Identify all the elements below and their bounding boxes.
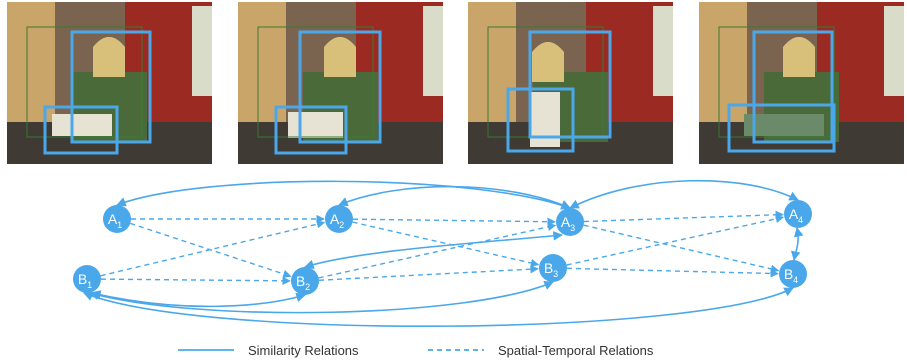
node-circle	[556, 208, 584, 236]
video-frame-3	[468, 2, 673, 164]
node-B1: B1	[73, 265, 101, 293]
solid-line-swatch	[178, 349, 234, 351]
node-subscript: 4	[798, 215, 803, 225]
spatial-temporal-edge-B3-A4	[566, 214, 785, 266]
similarity-edge-B1-B3	[89, 281, 554, 314]
node-A2: A2	[325, 205, 353, 233]
legend-similarity: Similarity Relations	[178, 340, 359, 360]
node-B2: B2	[291, 267, 319, 295]
spatial-temporal-edge-A2-A3	[352, 217, 556, 226]
similarity-edge-A3-A4	[569, 179, 799, 209]
spatial-temporal-edge-A2-B3	[352, 221, 540, 268]
similarity-edge-A1-A3	[116, 180, 571, 210]
legend-spatial-temporal-label: Spatial-Temporal Relations	[498, 342, 654, 358]
node-circle	[325, 205, 353, 233]
video-frame-4	[699, 2, 904, 164]
similarity-edge-A4-B4	[790, 227, 804, 261]
node-circle	[784, 200, 812, 228]
spatial-temporal-edge-A3-B4	[583, 224, 780, 273]
frame-image	[468, 2, 673, 164]
node-subscript: 3	[570, 223, 575, 233]
spatial-temporal-edges	[100, 210, 785, 285]
node-circle	[779, 260, 807, 288]
spatial-temporal-edge-B1-A2	[100, 220, 326, 277]
frame-image	[699, 2, 904, 164]
frame-image	[238, 2, 443, 164]
similarity-edge-B1-B4	[83, 287, 794, 327]
node-subscript: 3	[553, 269, 558, 279]
node-subscript: 4	[793, 275, 798, 285]
spatial-temporal-edge-B1-B2	[100, 276, 291, 285]
legend-spatial-temporal: Spatial-Temporal Relations	[428, 340, 653, 360]
video-frame-2	[238, 2, 443, 164]
spatial-temporal-edge-B2-B3	[318, 264, 539, 281]
node-subscript: 1	[117, 220, 122, 230]
legend-similarity-label: Similarity Relations	[248, 342, 359, 358]
node-A4: A4	[784, 200, 812, 228]
similarity-edge-A2-A3	[338, 185, 571, 209]
dashed-line-swatch	[428, 349, 484, 351]
spatial-temporal-edge-B3-B4	[566, 267, 779, 278]
spatial-temporal-edge-A3-A4	[583, 210, 784, 223]
node-A3: A3	[556, 208, 584, 236]
similarity-edges	[83, 179, 804, 327]
video-frame-1	[7, 2, 212, 164]
node-A1: A1	[103, 205, 131, 233]
frame-image	[7, 2, 212, 164]
node-circle	[73, 265, 101, 293]
node-circle	[539, 254, 567, 282]
node-B4: B4	[779, 260, 807, 288]
node-circle	[103, 205, 131, 233]
node-subscript: 2	[339, 220, 344, 230]
spatial-temporal-edge-B2-A3	[318, 222, 557, 279]
node-subscript: 1	[87, 280, 92, 290]
node-subscript: 2	[305, 282, 310, 292]
node-circle	[291, 267, 319, 295]
similarity-edge-A3-B2	[304, 231, 563, 270]
node-B3: B3	[539, 254, 567, 282]
